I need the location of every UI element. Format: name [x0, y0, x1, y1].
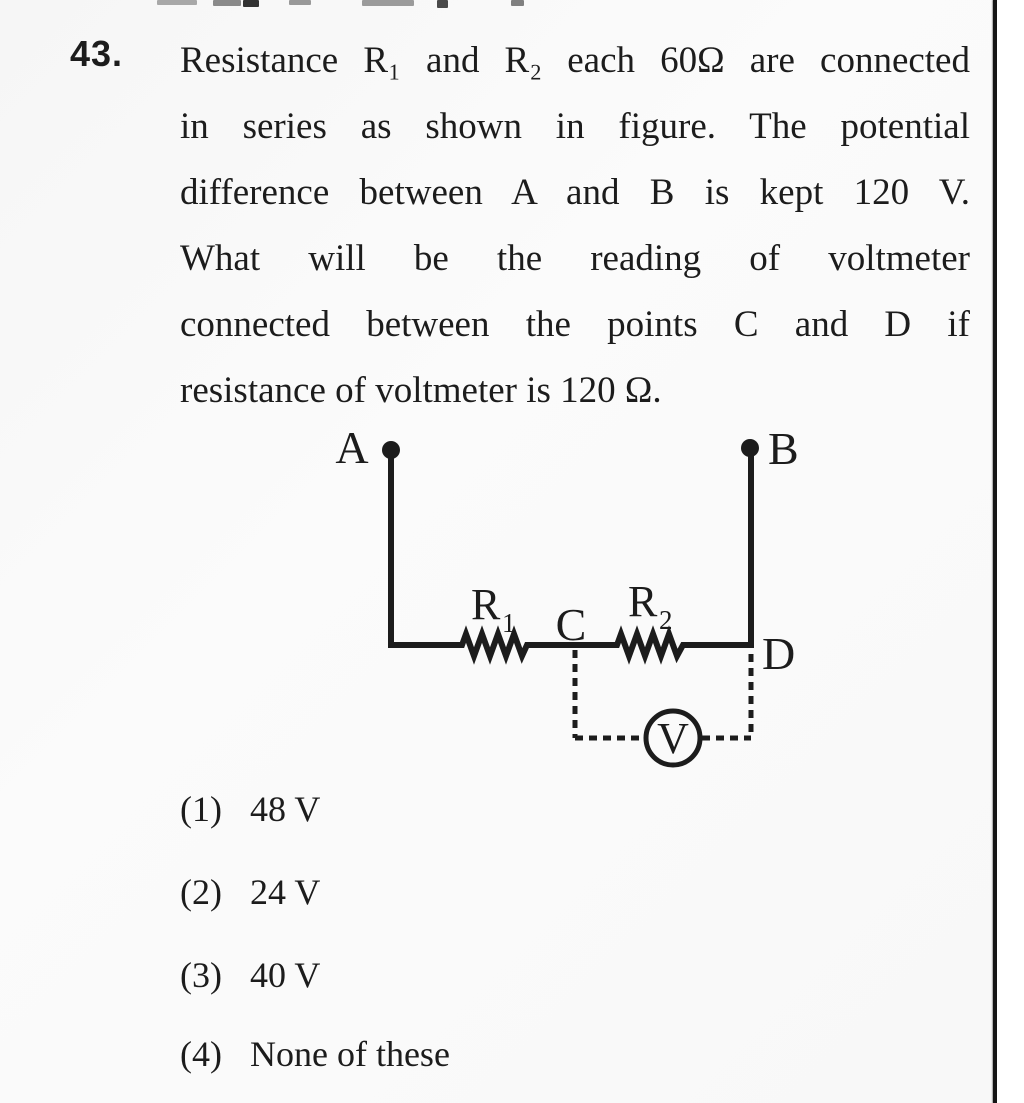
cut-off-text-fragment: [289, 0, 311, 5]
terminal-a-dot: [382, 441, 400, 459]
question-line: resistance of voltmeter is 120 Ω.: [180, 370, 662, 411]
voltmeter-circle: [643, 708, 703, 768]
option-label: 48 V: [249, 789, 321, 829]
option-marker: (2): [180, 872, 222, 912]
cut-off-text-fragment: [362, 0, 414, 6]
resistor-r1-label: R: [471, 580, 501, 629]
answer-option-4: (4) None of these: [180, 1034, 450, 1074]
cut-off-text-fragment: [213, 0, 241, 6]
question-line: Resistance R₁ and R₂ each 60Ω are connec…: [180, 40, 970, 81]
node-b-label: B: [768, 423, 799, 474]
question-line: in series as shown in figure. The potent…: [180, 106, 970, 147]
option-label: None of these: [249, 1034, 450, 1074]
option-label: 24 V: [249, 872, 321, 912]
node-d-label: D: [762, 628, 795, 679]
resistor-r2-label: R: [628, 577, 658, 626]
cut-off-text-fragment: [437, 0, 448, 8]
option-marker: (3): [180, 955, 222, 995]
question-line: connected between the points C and D if: [180, 304, 970, 345]
question-line: What will be the reading of voltmeter: [180, 238, 970, 279]
resistor-r2-subscript: 2: [659, 605, 673, 635]
option-marker: (4): [180, 1034, 222, 1074]
question-number: 43.: [70, 33, 124, 74]
node-a-label: A: [335, 422, 368, 473]
cut-off-text-fragment: [243, 0, 259, 7]
node-c-label: C: [556, 599, 587, 650]
cut-off-text-fragment: [511, 0, 524, 6]
circuit-wire: [388, 450, 754, 665]
resistor-r1-subscript: 1: [502, 608, 516, 638]
circuit-diagram: V A B C D R 1 R 2: [335, 422, 799, 768]
question-text: Resistance R₁ and R₂ each 60Ω are connec…: [180, 28, 970, 424]
voltmeter-dashed-wire: [572, 650, 754, 741]
scanned-page-background: [0, 0, 993, 1103]
option-label: 40 V: [249, 955, 321, 995]
cut-off-text-fragment: [157, 0, 197, 5]
question-line: difference between A and B is kept 120 V…: [180, 172, 970, 213]
answer-option-1: (1) 48 V: [180, 789, 320, 829]
answer-option-3: (3) 40 V: [180, 955, 320, 995]
answer-option-2: (2) 24 V: [180, 872, 320, 912]
terminal-b-dot: [741, 439, 759, 457]
page-edge-line: [993, 0, 997, 1103]
voltmeter-label: V: [657, 714, 689, 763]
option-marker: (1): [180, 789, 222, 829]
